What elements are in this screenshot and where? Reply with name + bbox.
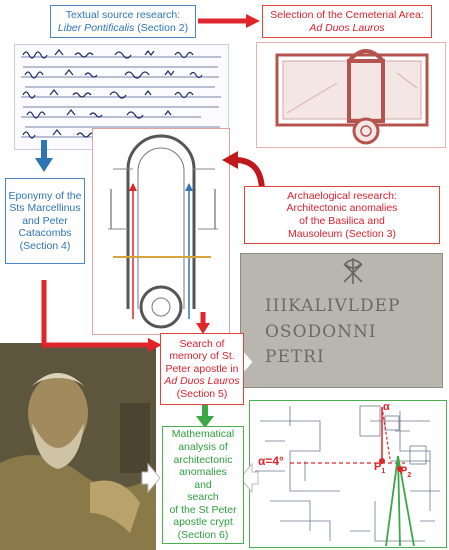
- catacomb-map-drawing: [255, 405, 440, 547]
- math-line-1: Mathematical: [171, 428, 235, 441]
- eponymy-line-4: Catacombs: [18, 227, 72, 240]
- inscription-line-1: IIIKALIVLDEP: [265, 296, 401, 316]
- archaeological-line-2: Architectonic anomalies: [286, 202, 398, 215]
- catacomb-map: α=4° α P1 P2: [249, 400, 447, 548]
- archaeological-line-3: of the Basilica and: [299, 215, 385, 227]
- archaeological-line-1: Archaelogical research:: [287, 189, 397, 202]
- search-line-4: Ad Duos Lauros: [164, 375, 240, 388]
- math-line-3: architectonic: [173, 453, 233, 466]
- eponymy-line-3: and Peter: [22, 214, 68, 227]
- box-textual-source: Textual source research: Liber Pontifica…: [50, 5, 196, 38]
- math-line-7: of the St Peter: [169, 503, 237, 516]
- basilica-plan-drawing: [108, 134, 218, 329]
- point-p1-label: P1: [374, 461, 386, 476]
- alpha-small-label: α: [383, 401, 390, 413]
- chi-rho-symbol: [343, 258, 363, 284]
- box-eponymy: Eponymy of the Sts Marcellinus and Peter…: [5, 178, 85, 264]
- arrow-math-to-portrait: [141, 462, 161, 494]
- eponymy-line-1: Eponymy of the: [8, 189, 82, 202]
- inscription-stone: IIIKALIVLDEP OSODONNI PETRI: [240, 253, 443, 388]
- eponymy-line-5: (Section 4): [19, 239, 71, 252]
- archaeological-line-4: Mausoleum (Section 3): [288, 227, 396, 240]
- basilica-plan: [92, 128, 230, 335]
- math-line-2: analysis of: [178, 440, 228, 453]
- mausoleum-plan-drawing: [275, 49, 429, 145]
- alpha-angle-label: α=4°: [258, 454, 284, 468]
- textual-line-2: Liber Pontificalis (Section 2): [57, 21, 189, 34]
- math-line-5: and: [194, 478, 212, 491]
- math-line-4: anomalies: [179, 466, 227, 479]
- manuscript-script-drawing: [21, 49, 221, 139]
- box-search-memory: Search of memory of St. Peter apostle in…: [160, 333, 244, 405]
- cemeterial-area-plan: [256, 42, 446, 148]
- textual-line-1: Textual source research:: [65, 8, 181, 21]
- cemeterial-line-1: Selection of the Cemeterial Area:: [270, 8, 424, 21]
- inscription-line-2: OSODONNI: [265, 321, 377, 342]
- search-line-1: Search of: [179, 337, 225, 350]
- search-line-5: (Section 5): [176, 387, 228, 400]
- point-p2-label: P2: [400, 465, 412, 480]
- portrait-painting-drawing: [0, 343, 156, 550]
- box-mathematical-analysis: Mathematical analysis of architectonic a…: [162, 426, 244, 544]
- arrow-eponymy-to-search: [41, 280, 150, 348]
- box-cemeterial-area: Selection of the Cemeterial Area: Ad Duo…: [262, 5, 432, 38]
- math-line-8: apostle crypt: [173, 516, 233, 529]
- eponymy-line-2: Sts Marcellinus: [9, 202, 81, 215]
- cemeterial-line-2: Ad Duos Lauros: [309, 21, 385, 34]
- math-line-6: search: [187, 491, 219, 504]
- search-line-3: Peter apostle in: [165, 362, 239, 375]
- arrow-math-to-map: [239, 462, 259, 494]
- search-line-2: memory of St.: [169, 350, 235, 363]
- math-line-9: (Section 6): [177, 529, 229, 542]
- inscription-line-3: PETRI: [265, 347, 325, 367]
- st-peter-portrait: [0, 343, 156, 550]
- box-archaeological: Archaelogical research: Architectonic an…: [244, 186, 440, 244]
